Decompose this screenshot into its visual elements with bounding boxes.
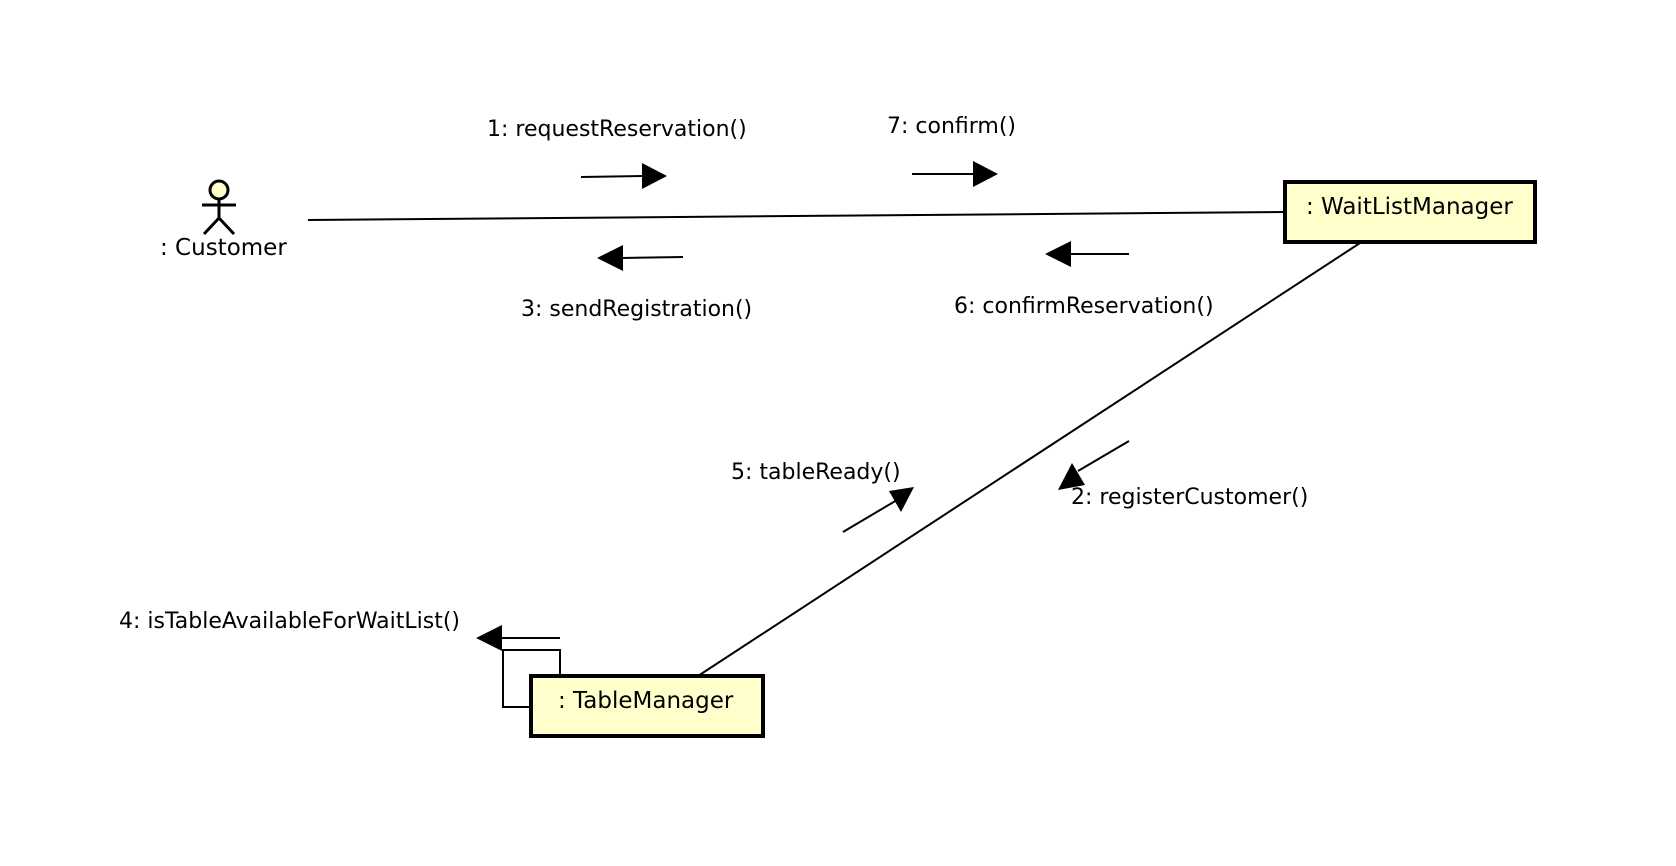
message-2-arrow-shaft (1077, 440, 1130, 472)
message-1-arrow-icon (642, 163, 667, 189)
link-customer-waitlistmanager (307, 211, 1286, 221)
message-7-label: 7: confirm() (887, 114, 1016, 139)
message-1-label: 1: requestReservation() (487, 117, 747, 142)
tablemanager-label: : TableManager (558, 688, 734, 714)
message-5-arrow-shaft (842, 499, 898, 533)
message-6-label: 6: confirmReservation() (954, 294, 1214, 319)
message-4: 4: isTableAvailableForWaitList() (119, 609, 560, 651)
message-5-arrow-icon (889, 487, 914, 512)
customer-actor[interactable]: : Customer (160, 179, 287, 261)
message-6: 6: confirmReservation() (954, 241, 1214, 319)
message-1: 1: requestReservation() (487, 117, 747, 189)
customer-label: : Customer (160, 235, 287, 261)
message-2-arrow-icon (1058, 463, 1085, 490)
message-5-label: 5: tableReady() (731, 460, 901, 485)
message-4-arrow-icon (476, 625, 502, 651)
message-3-arrow-icon (597, 245, 623, 271)
waitlistmanager-box (1283, 180, 1537, 244)
tablemanager-object[interactable]: : TableManager (529, 674, 765, 738)
self-link-tablemanager (502, 649, 561, 708)
link-waitlistmanager-tablemanager (697, 242, 1361, 677)
message-7-arrow-icon (973, 161, 998, 187)
message-3-label: 3: sendRegistration() (521, 297, 752, 322)
message-6-arrow-icon (1045, 241, 1071, 267)
message-5: 5: tableReady() (731, 460, 914, 533)
message-3-arrow-shaft (621, 256, 684, 259)
message-2-label: 2: registerCustomer() (1071, 485, 1308, 510)
stick-figure-icon (202, 179, 236, 236)
message-4-label: 4: isTableAvailableForWaitList() (119, 609, 460, 634)
tablemanager-box (529, 674, 765, 738)
message-1-arrow-shaft (580, 175, 644, 178)
message-2: 2: registerCustomer() (1058, 440, 1308, 510)
message-3: 3: sendRegistration() (521, 245, 752, 322)
waitlistmanager-object[interactable]: : WaitListManager (1283, 180, 1537, 244)
waitlistmanager-label: : WaitListManager (1306, 194, 1513, 220)
message-7: 7: confirm() (887, 114, 1016, 187)
